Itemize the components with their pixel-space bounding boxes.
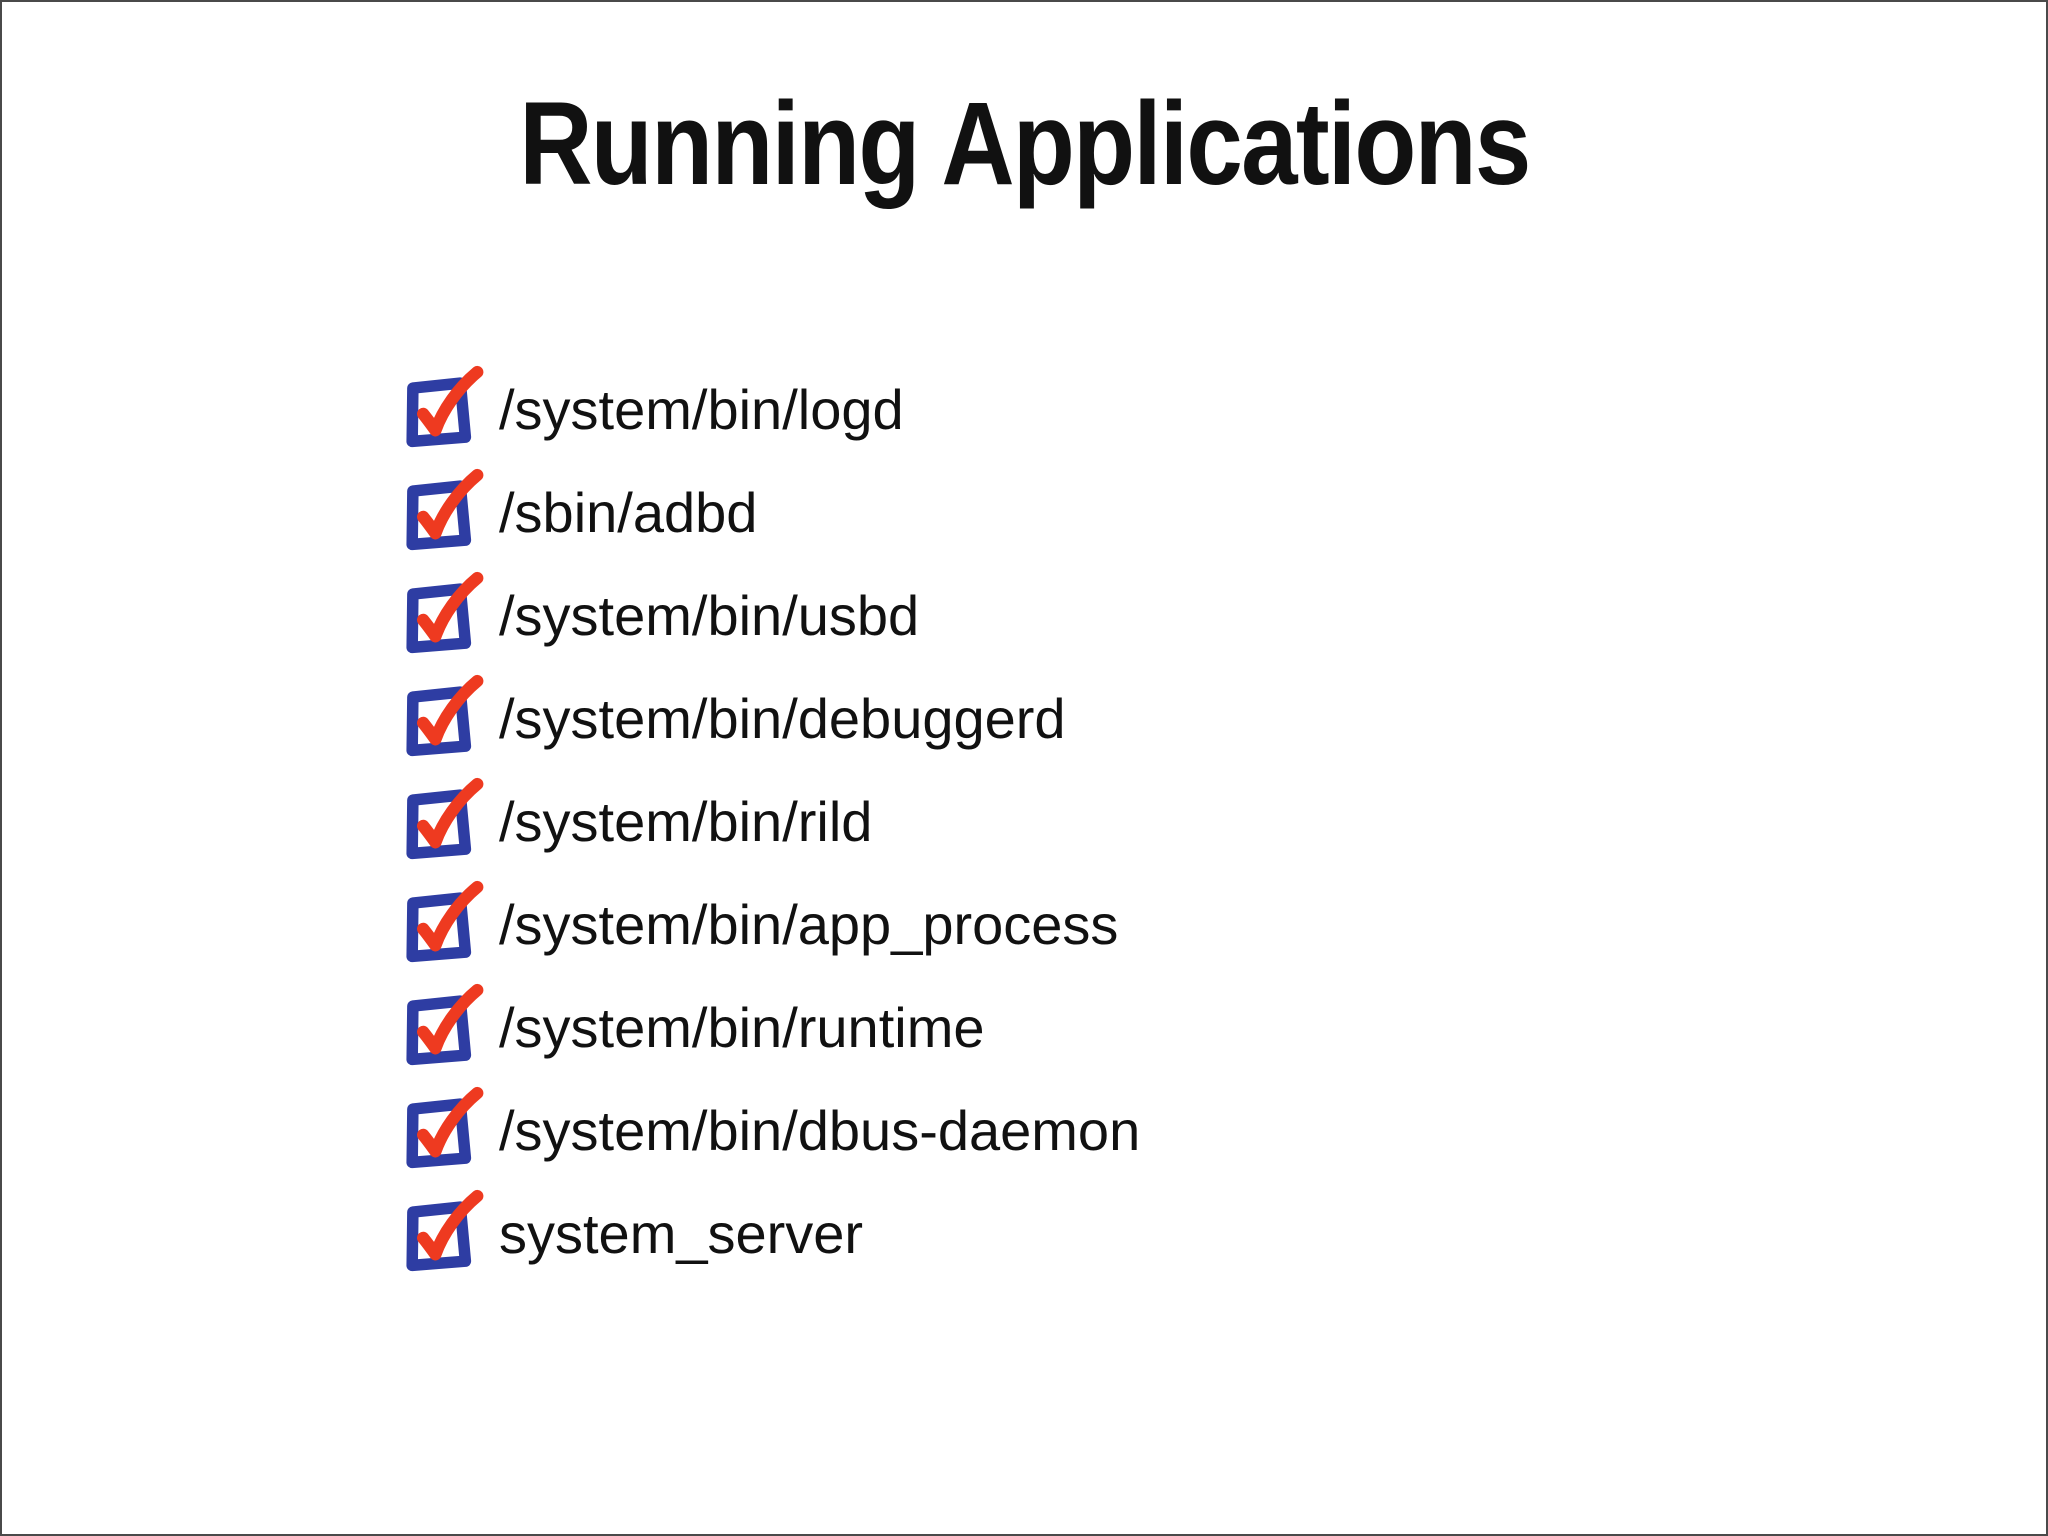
process-list: /system/bin/logd /sbin/adbd /system/bin/… bbox=[401, 358, 1140, 1285]
list-item: /system/bin/usbd bbox=[401, 564, 1140, 667]
process-path-label: /system/bin/debuggerd bbox=[499, 686, 1066, 750]
checked-checkbox-icon bbox=[401, 367, 483, 446]
process-path-label: /system/bin/rild bbox=[499, 789, 873, 853]
list-item: /system/bin/debuggerd bbox=[401, 667, 1140, 770]
list-item: /system/bin/logd bbox=[401, 358, 1140, 461]
checked-checkbox-icon bbox=[401, 1088, 483, 1167]
checked-checkbox-icon bbox=[401, 985, 483, 1064]
checked-checkbox-icon bbox=[401, 779, 483, 858]
checked-checkbox-icon bbox=[401, 470, 483, 549]
process-path-label: /sbin/adbd bbox=[499, 480, 758, 544]
process-path-label: /system/bin/app_process bbox=[499, 892, 1119, 956]
checked-checkbox-icon bbox=[401, 1191, 483, 1270]
list-item: system_server bbox=[401, 1182, 1140, 1285]
list-item: /sbin/adbd bbox=[401, 461, 1140, 564]
list-item: /system/bin/app_process bbox=[401, 873, 1140, 976]
checked-checkbox-icon bbox=[401, 882, 483, 961]
process-path-label: /system/bin/dbus-daemon bbox=[499, 1098, 1141, 1162]
slide-title: Running Applications bbox=[2, 74, 2046, 216]
list-item: /system/bin/dbus-daemon bbox=[401, 1079, 1140, 1182]
process-path-label: /system/bin/logd bbox=[499, 377, 904, 441]
list-item: /system/bin/rild bbox=[401, 770, 1140, 873]
slide-title-text: Running Applications bbox=[518, 78, 1531, 210]
process-path-label: /system/bin/usbd bbox=[499, 583, 920, 647]
list-item: /system/bin/runtime bbox=[401, 976, 1140, 1079]
process-path-label: /system/bin/runtime bbox=[499, 995, 985, 1059]
process-path-label: system_server bbox=[499, 1201, 864, 1265]
checked-checkbox-icon bbox=[401, 676, 483, 755]
checked-checkbox-icon bbox=[401, 573, 483, 652]
